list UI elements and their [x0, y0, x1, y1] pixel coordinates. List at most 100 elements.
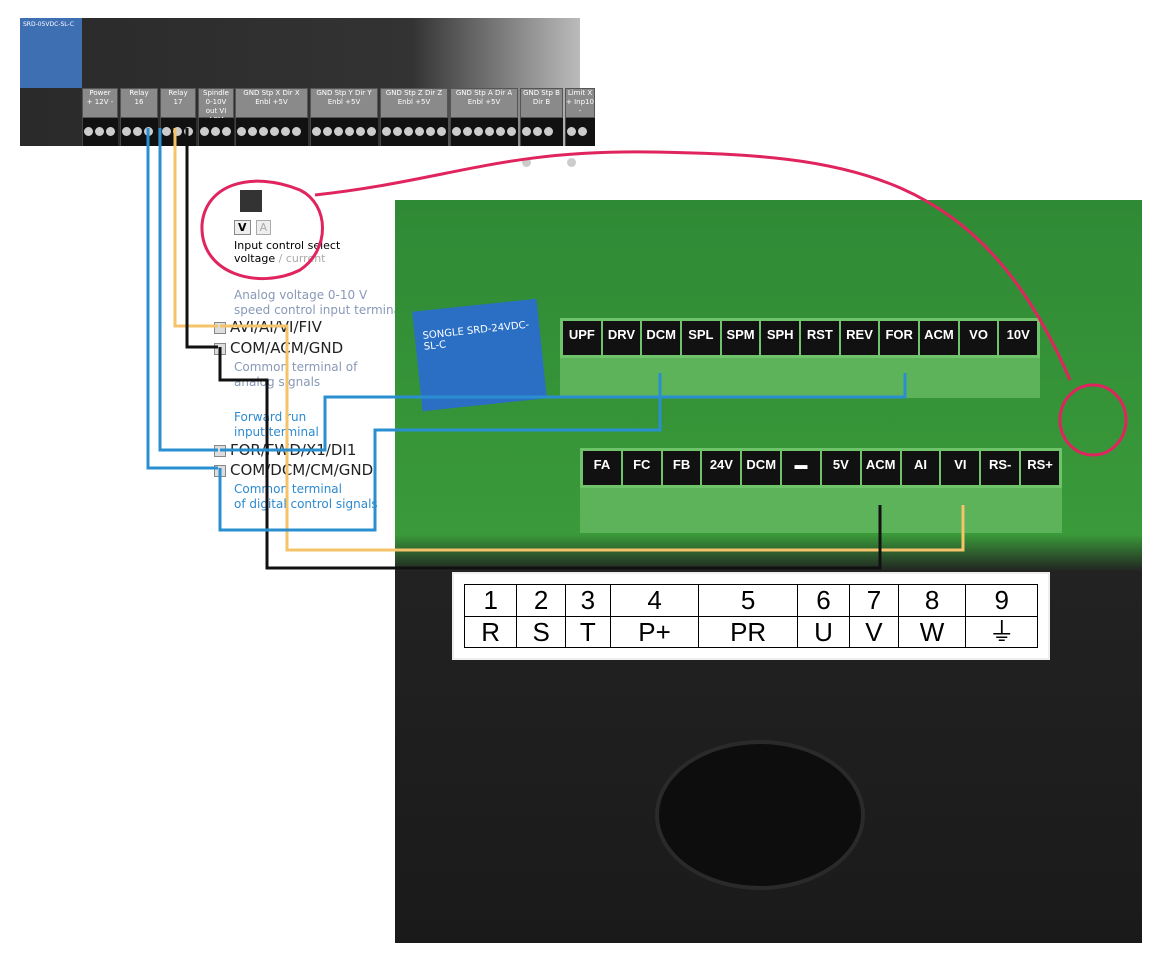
vfd-terminal-label: DCM [642, 321, 681, 355]
power-terminal-cell: 8 [897, 584, 967, 617]
vfd-terminal-label: SPM [721, 321, 760, 355]
desc: input terminal [234, 425, 319, 439]
top-terminal-block [560, 358, 1040, 398]
block-label: Spindle [203, 89, 229, 97]
power-terminal-cell: W [897, 615, 967, 648]
screw-terminal [520, 118, 563, 167]
screw-terminal [450, 118, 518, 146]
block-label: Relay [129, 89, 149, 97]
screw-terminal [380, 118, 448, 146]
cable-grommet [655, 740, 865, 890]
jumper-a: A [255, 220, 272, 235]
analog-desc: Analog voltage 0-10 V [234, 288, 368, 302]
block-label: GND Stp Z Dir Z Enbl +5V [385, 89, 443, 106]
bottom-terminal-block [580, 488, 1062, 533]
power-terminal-cell: P+ [609, 615, 700, 648]
sep: / [275, 252, 286, 265]
block-label: GND Stp B Dir B [523, 89, 560, 106]
wire-digital-com [146, 128, 218, 470]
vfd-terminal-label: ACM [920, 321, 958, 355]
vfd-terminal-label: UPF [563, 321, 601, 355]
block-label: GND Stp X Dir X Enbl +5V [243, 89, 300, 106]
board-block: GND Stp B Dir B [520, 88, 563, 118]
screw-terminal [198, 118, 234, 146]
power-terminal-cell: 6 [796, 584, 851, 617]
block-label: Power [89, 89, 111, 97]
screw-terminal [310, 118, 378, 146]
jumper-voltage: voltage [234, 252, 276, 265]
vfd-terminal-label: ▬ [782, 451, 820, 485]
board-block: GND Stp A Dir A Enbl +5V [450, 88, 518, 118]
power-terminal-cell: PR [698, 615, 798, 648]
vfd-terminal-label: 24V [702, 451, 741, 485]
vfd-terminal-label: FC [622, 451, 661, 485]
wire-ground [185, 128, 218, 349]
analog-legend: Analog voltage 0-10 V speed control inpu… [234, 288, 404, 318]
wire-analog [173, 128, 218, 328]
vfd-terminal-label: RST [801, 321, 839, 355]
power-terminal-cell: ⏚ [965, 615, 1038, 648]
wire-forward-vfd [220, 373, 907, 452]
vfd-terminal-label: FA [583, 451, 621, 485]
power-terminal-cell: T [564, 615, 611, 648]
board-block: GND Stp Z Dir Z Enbl +5V [380, 88, 448, 118]
power-terminal-cell: 4 [609, 584, 700, 617]
block-sub: + Inp10 - [566, 98, 594, 115]
block-sub: + 12V - [86, 98, 114, 106]
vfd-terminal-label: DCM [742, 451, 781, 485]
desc: Common terminal of [234, 360, 358, 374]
jumper-title: Input control select [234, 239, 341, 252]
power-terminal-cell: 1 [463, 584, 518, 617]
vfd-terminal-label: 5V [821, 451, 860, 485]
board-block: Limit X+ Inp10 - [565, 88, 595, 118]
vfd-terminal-label: VO [959, 321, 998, 355]
board-block: GND Stp X Dir X Enbl +5V [235, 88, 308, 118]
vfd-terminal-label: AI [901, 451, 940, 485]
vfd-terminal-label: ACM [861, 451, 900, 485]
vfd-terminal-label: REV [840, 321, 879, 355]
wire-ground-vfd [218, 347, 882, 570]
annotation-circle-jumper-target [1058, 383, 1128, 457]
power-terminal-cell: 5 [698, 584, 798, 617]
block-sub: 17 [173, 98, 183, 106]
screw-terminal [82, 118, 118, 146]
screw-terminal [160, 118, 196, 146]
board-relay: SRD-05VDC-SL-C [20, 18, 82, 88]
vfd-terminal-label: RS- [981, 451, 1020, 485]
power-terminal-cell: R [463, 615, 518, 648]
analog-desc: speed control input terminal [234, 303, 405, 317]
block-label: Relay [168, 89, 188, 97]
vfd-terminal-label: SPH [761, 321, 800, 355]
block-sub: 16 [134, 98, 144, 106]
wire-forward [158, 128, 218, 452]
vfd-terminal-label: FB [662, 451, 701, 485]
power-terminal-cell: U [796, 615, 851, 648]
vfd-terminal-label: RS+ [1021, 451, 1059, 485]
jumper-icon [240, 190, 262, 212]
desc: of digital control signals [234, 497, 378, 511]
power-terminal-cell: 7 [849, 584, 899, 617]
power-terminal-cell: 2 [516, 584, 566, 617]
power-terminal-cell: S [516, 615, 566, 648]
relay-label: SRD-05VDC-SL-C [23, 21, 74, 28]
wire-analog-vfd [220, 324, 965, 552]
board-block: Power+ 12V - [82, 88, 118, 118]
screw-terminal [235, 118, 308, 146]
power-terminal-cell: V [849, 615, 899, 648]
vfd-terminal-label: VI [941, 451, 980, 485]
annotation-circle-jumper [200, 150, 1072, 381]
vfd-terminal-label: FOR [880, 321, 919, 355]
screw-terminal [565, 118, 595, 167]
block-label: GND Stp Y Dir Y Enbl +5V [316, 89, 372, 106]
jumper-v: V [234, 220, 251, 235]
block-label: Limit X [567, 89, 593, 97]
vfd-terminal-label: DRV [602, 321, 641, 355]
